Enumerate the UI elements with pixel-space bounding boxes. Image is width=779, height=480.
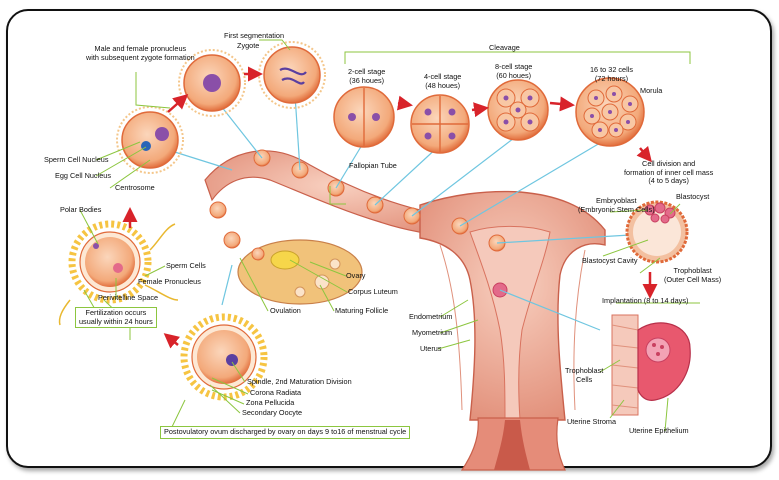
implantation-tissue — [611, 314, 691, 416]
label-uterine-stroma: Uterine Stroma — [567, 417, 617, 426]
two-cell-stage — [333, 86, 395, 148]
label-zona-pellucida: Zona Pellucida — [246, 398, 295, 407]
label-secondary-oocyte: Secondary Oocyte — [242, 408, 303, 417]
blastocyst-stage — [625, 200, 689, 264]
zygote-stage — [258, 41, 326, 109]
label-uterine-epithelium: Uterine Epithelium — [629, 426, 689, 435]
label-blastocyst-cavity: Blastocyst Cavity — [582, 256, 638, 265]
egg-cell-stage — [116, 106, 184, 174]
label-blastocyst: Blastocyst — [676, 192, 710, 201]
label-centrosome: Centrosome — [115, 183, 155, 192]
four-cell-stage — [410, 94, 470, 154]
label-four-cell: 4-cell stage(48 houes) — [424, 72, 462, 90]
label-trophoblast-outer: Trophoblast(Outer Cell Mass) — [664, 266, 722, 284]
label-corona-radiata: Corona Radiata — [250, 388, 302, 397]
label-perivitelline-space: Perivitelline Space — [98, 293, 159, 302]
label-two-cell: 2-cell stage(36 houes) — [348, 67, 386, 85]
label-maturing-follicle: Maturing Follicle — [335, 306, 389, 315]
fertilization-cell — [58, 220, 179, 326]
label-sperm-cell-nucleus: Sperm Cell Nucleus — [44, 155, 109, 164]
pronuclei-stage — [178, 49, 246, 117]
secondary-oocyte-cell — [180, 313, 268, 401]
label-female-pronucleus: Female Pronucleus — [138, 277, 201, 286]
label-cleavage: Cleavage — [489, 43, 520, 52]
label-morula: Morula — [640, 86, 663, 95]
label-zygote: Zygote — [237, 41, 260, 50]
label-sixteen-cell: 16 to 32 cells(72 hours) — [590, 65, 633, 83]
label-sperm-cells: Sperm Cells — [166, 261, 206, 270]
label-endometrium: Endometrium — [409, 312, 453, 321]
label-spindle: Spindle, 2nd Maturation Division — [247, 377, 352, 386]
progression-arrows — [122, 66, 658, 349]
label-implantation: Implantation (8 to 14 days) — [602, 296, 689, 305]
label-uterus: Uterus — [420, 344, 442, 353]
label-ovary: Ovary — [346, 271, 366, 280]
uterus-anatomy — [204, 149, 606, 471]
label-postovulatory: Postovulatory ovum discharged by ovary o… — [160, 426, 411, 439]
eight-cell-stage — [487, 79, 549, 141]
label-ovulation: Ovulation — [270, 306, 301, 315]
label-fallopian-tube: Fallopian Tube — [349, 161, 397, 170]
label-egg-cell-nucleus: Egg Cell Nucleus — [55, 171, 111, 180]
label-eight-cell: 8-cell stage(60 houes) — [495, 62, 533, 80]
label-myometrium: Myometrium — [412, 328, 453, 337]
morula-stage — [575, 77, 645, 147]
label-corpus-luteum: Corpus Luteum — [348, 287, 398, 296]
label-embryoblast: Embryoblast(Embryonic Stem Cells) — [578, 196, 655, 214]
label-polar-bodies: Polar Bodies — [60, 205, 102, 214]
label-first-segmentation: First segmentation — [224, 31, 285, 40]
